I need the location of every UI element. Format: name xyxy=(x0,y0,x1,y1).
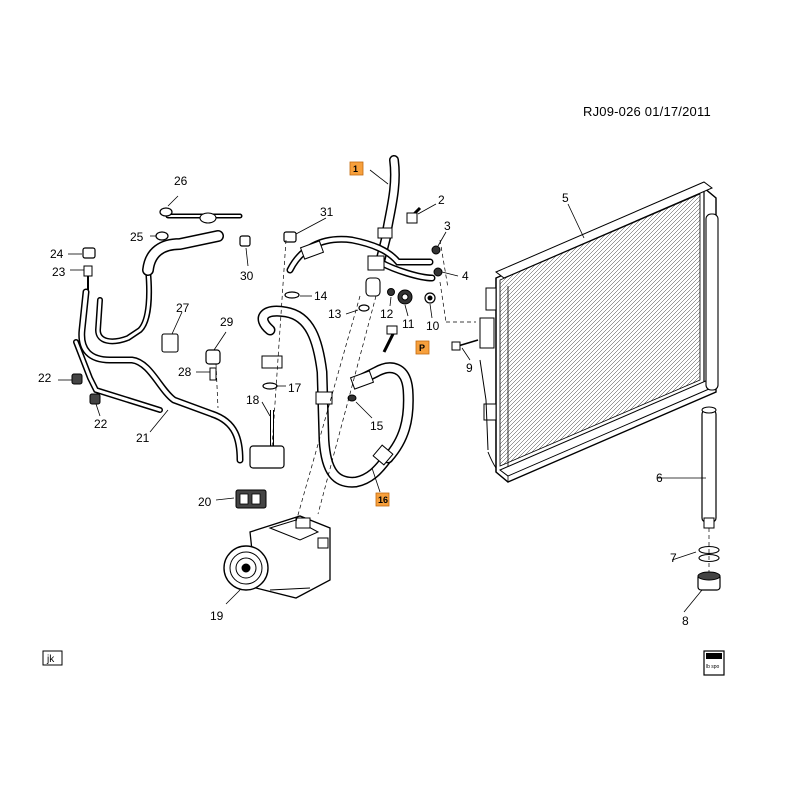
seal-12 xyxy=(387,288,395,296)
seal-17 xyxy=(262,382,278,390)
seal-4 xyxy=(433,267,443,277)
assembly-guide-lines xyxy=(215,239,710,572)
callout-20[interactable]: 20 xyxy=(198,495,212,509)
callout-22-upper[interactable]: 22 xyxy=(38,371,52,385)
callout-1[interactable]: 1 xyxy=(353,164,358,174)
callout-21[interactable]: 21 xyxy=(136,431,150,445)
callout-10[interactable]: 10 xyxy=(426,319,440,333)
callout-31[interactable]: 31 xyxy=(320,205,334,219)
evaporator-pipe-21 xyxy=(73,267,244,464)
callout-30[interactable]: 30 xyxy=(240,269,254,283)
clip-22-lower xyxy=(89,393,101,405)
ac-compressor xyxy=(223,515,331,599)
fitting-25 xyxy=(155,231,169,241)
callout-18[interactable]: 18 xyxy=(246,393,260,407)
dryer-cap-8 xyxy=(697,571,721,591)
jk-tag-text: jk xyxy=(46,654,55,665)
callout-29[interactable]: 29 xyxy=(220,315,234,329)
callout-11[interactable]: 11 xyxy=(402,317,415,331)
bracket-27 xyxy=(161,333,179,353)
liquid-pipe-assembly xyxy=(142,212,243,276)
seal-13 xyxy=(358,304,370,312)
cap-29 xyxy=(205,349,221,365)
callout-24[interactable]: 24 xyxy=(50,247,64,261)
seal-15 xyxy=(347,394,357,402)
callout-8[interactable]: 8 xyxy=(682,614,689,628)
highlight-boxes xyxy=(349,161,430,507)
valve-core-11 xyxy=(397,289,413,305)
fitting-connector xyxy=(365,277,381,297)
callout-27[interactable]: 27 xyxy=(176,301,190,315)
callout-26[interactable]: 26 xyxy=(174,174,188,188)
callout-15[interactable]: 15 xyxy=(370,419,384,433)
callout-28[interactable]: 28 xyxy=(178,365,192,379)
fitting-26 xyxy=(159,207,173,217)
callout-17[interactable]: 17 xyxy=(288,381,302,395)
condenser xyxy=(479,181,719,483)
receiver-dryer xyxy=(701,406,717,529)
callout-14[interactable]: 14 xyxy=(314,289,328,303)
ac-hose-16 xyxy=(257,305,414,488)
document-icon-label: lb spo xyxy=(706,664,720,670)
suction-pipe xyxy=(286,235,434,274)
cap-31 xyxy=(283,231,297,243)
connector-20 xyxy=(235,489,267,509)
bolt-p xyxy=(382,325,398,353)
callout-23[interactable]: 23 xyxy=(52,265,66,279)
callout-2[interactable]: 2 xyxy=(438,193,445,207)
jk-tag: jk xyxy=(42,650,63,666)
callout-12[interactable]: 12 xyxy=(380,307,394,321)
callout-4[interactable]: 4 xyxy=(462,269,469,283)
callout-6[interactable]: 6 xyxy=(656,471,663,485)
callout-13[interactable]: 13 xyxy=(328,307,342,321)
leader-lines xyxy=(58,169,706,613)
callout-5[interactable]: 5 xyxy=(562,191,569,205)
callout-3[interactable]: 3 xyxy=(444,219,451,233)
clip-22-upper xyxy=(71,373,83,385)
nut-10 xyxy=(424,292,436,304)
callout-16[interactable]: 16 xyxy=(378,495,388,505)
o-rings-7 xyxy=(698,545,720,563)
diagram-reference-code: RJ09-026 01/17/2011 xyxy=(583,104,711,119)
callout-25[interactable]: 25 xyxy=(130,230,144,244)
callout-9[interactable]: 9 xyxy=(466,361,473,375)
callout-22-lower[interactable]: 22 xyxy=(94,417,108,431)
seal-14 xyxy=(284,291,300,299)
callout-7[interactable]: 7 xyxy=(670,551,677,565)
seal-3 xyxy=(431,245,441,255)
cap-30 xyxy=(239,235,251,247)
bolt-9 xyxy=(451,339,479,351)
callout-19[interactable]: 19 xyxy=(210,609,224,623)
valve-23 xyxy=(83,265,93,290)
valve-28 xyxy=(209,367,217,381)
stud-18 xyxy=(249,410,285,469)
bolt-2 xyxy=(406,206,422,224)
document-icon[interactable]: lb spo xyxy=(703,650,725,676)
callout-p[interactable]: P xyxy=(419,343,425,353)
cap-24 xyxy=(82,247,96,259)
